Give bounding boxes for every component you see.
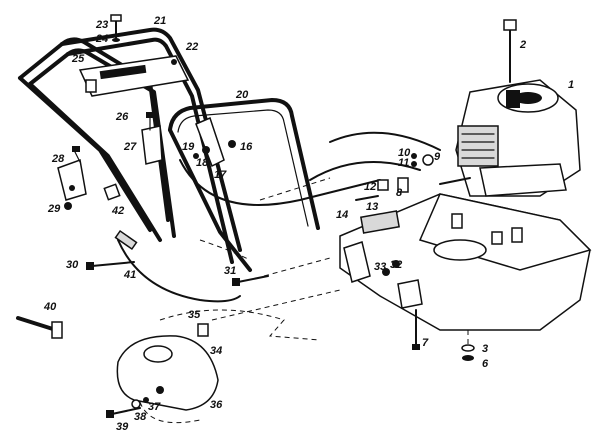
part-label-41: 41 (123, 269, 136, 281)
part-label-21: 21 (153, 15, 166, 27)
part-label-39: 39 (116, 421, 129, 433)
part-label-16: 16 (240, 141, 253, 153)
part-label-9: 9 (434, 151, 441, 163)
bolt-31 (232, 275, 269, 286)
part-label-12: 12 (364, 181, 376, 193)
part-label-33: 33 (374, 261, 386, 273)
screw-23 (110, 14, 122, 42)
cover-36 (116, 335, 219, 411)
part-number-labels: 1 2 3 6 7 8 9 10 11 12 13 14 16 17 18 19… (43, 15, 574, 433)
screw-35 (197, 323, 209, 337)
part-label-25: 25 (71, 53, 85, 65)
nut-29 (64, 202, 72, 210)
part-label-28: 28 (51, 153, 65, 165)
control-bail-20 (168, 98, 320, 272)
part-label-7: 7 (422, 337, 429, 349)
part-label-26: 26 (115, 111, 129, 123)
assembly-guide-lines (139, 177, 341, 424)
part-label-6: 6 (482, 358, 489, 370)
part-label-8: 8 (396, 187, 403, 199)
fittings-8-13 (355, 153, 471, 201)
part-label-14: 14 (336, 209, 348, 221)
nuts-3-6 (461, 330, 475, 361)
part-label-24: 24 (95, 33, 108, 45)
part-label-3: 3 (482, 343, 488, 355)
part-label-11: 11 (398, 157, 409, 169)
part-label-23: 23 (95, 19, 108, 31)
part-label-31: 31 (224, 265, 236, 277)
fittings-37-39 (106, 397, 149, 418)
part-label-17: 17 (214, 169, 227, 181)
part-label-20: 20 (235, 89, 249, 101)
part-label-1: 1 (568, 79, 574, 91)
part-label-22: 22 (185, 41, 198, 53)
cable-adjuster-41 (114, 229, 138, 251)
lever-assembly-17-19 (193, 116, 236, 168)
part-label-10: 10 (398, 147, 411, 159)
part-label-38: 38 (134, 411, 147, 423)
upper-handle (18, 27, 242, 264)
part-label-27: 27 (123, 141, 137, 153)
part-label-19: 19 (182, 141, 195, 153)
clip-42 (103, 183, 121, 201)
part-label-2: 2 (519, 39, 526, 51)
part-label-36: 36 (210, 399, 223, 411)
part-label-32: 32 (390, 259, 402, 271)
bolt-30 (86, 261, 135, 270)
bolt-2 (503, 19, 517, 83)
part-label-42: 42 (111, 205, 124, 217)
part-label-40: 40 (43, 301, 57, 313)
part-label-18: 18 (196, 157, 209, 169)
part-label-37: 37 (148, 401, 161, 413)
bracket-28 (57, 146, 87, 201)
control-panel-plate (78, 55, 190, 97)
part-label-29: 29 (47, 203, 61, 215)
part-label-30: 30 (66, 259, 79, 271)
part-label-13: 13 (366, 201, 378, 213)
engine-1 (455, 79, 581, 197)
mower-deck (339, 193, 592, 331)
part-label-34: 34 (210, 345, 222, 357)
bolt-7 (412, 309, 420, 350)
tool-40 (16, 316, 63, 339)
bracket-27 (141, 112, 163, 165)
part-label-35: 35 (188, 309, 201, 321)
